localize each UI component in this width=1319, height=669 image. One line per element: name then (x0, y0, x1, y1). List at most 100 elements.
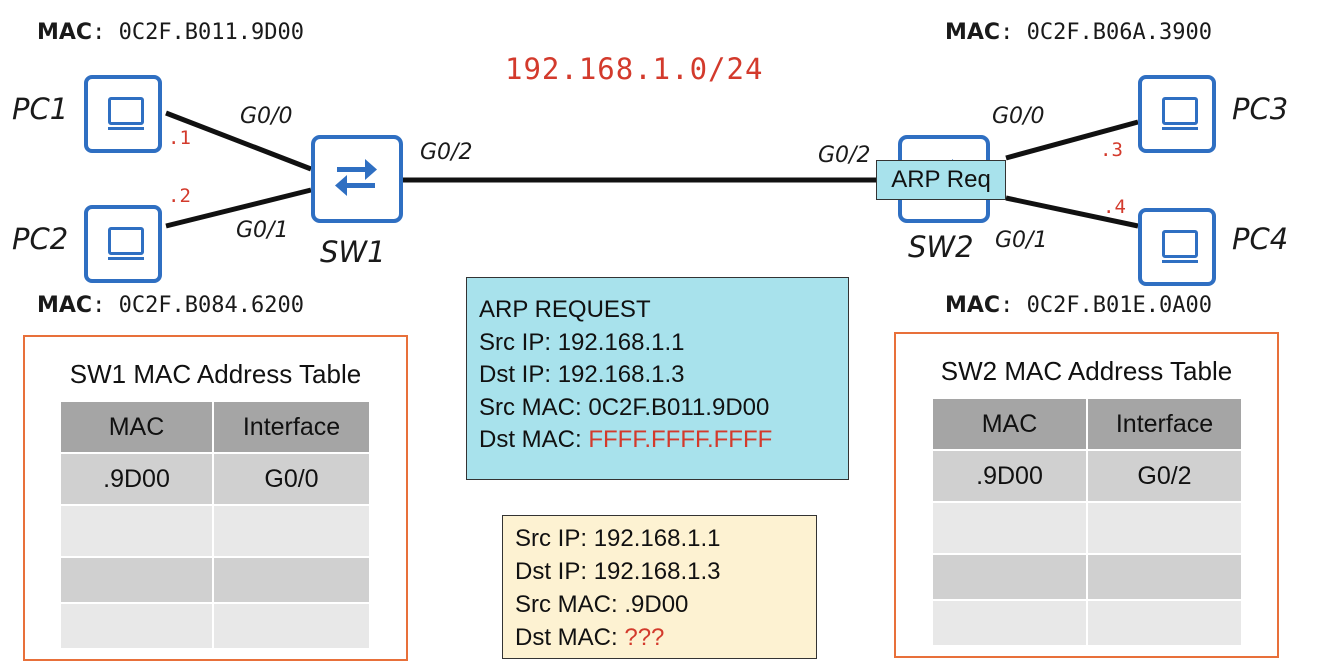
table-row (59, 556, 371, 604)
column-header-interface: Interface (212, 400, 371, 454)
mac-cell (59, 602, 214, 650)
pc4-mac-label: MAC (945, 293, 1001, 318)
pc1-mac-line: MAC: 0C2F.B011.9D00 (37, 20, 305, 45)
pc2-label: PC2 (12, 222, 69, 256)
arp-src-ip-line: Src IP: 192.168.1.1 (479, 327, 848, 360)
pc3-mac-line: MAC: 0C2F.B06A.3900 (945, 20, 1213, 45)
pc4-label: PC4 (1232, 222, 1289, 256)
sw2-mac-table: MAC Interface .9D00 G0/2 (931, 397, 1243, 647)
frame-src-mac-label: Src MAC: (515, 591, 618, 618)
interface-cell (212, 556, 371, 604)
mac-cell (931, 599, 1088, 647)
pc2-host-id: .2 (168, 185, 191, 207)
table-row: .9D00 G0/0 (59, 452, 371, 506)
pc3-icon[interactable] (1138, 75, 1216, 153)
frame-dst-mac: ??? (624, 624, 665, 651)
table-row (59, 504, 371, 558)
pc1-label: PC1 (12, 92, 69, 126)
pc1-mac: 0C2F.B011.9D00 (118, 20, 305, 45)
pc4-mac-line: MAC: 0C2F.B01E.0A00 (945, 293, 1213, 318)
ethernet-frame-box: Src IP: 192.168.1.1 Dst IP: 192.168.1.3 … (502, 515, 817, 659)
sw1-port-g02: G0/2 (420, 140, 473, 165)
frame-dst-ip-label: Dst IP: (515, 558, 588, 585)
sw1-mac-table: MAC Interface .9D00 G0/0 (59, 400, 371, 650)
arp-dst-ip-label: Dst IP: (479, 361, 552, 388)
switch-arrows-icon (335, 159, 377, 196)
pc1-host-id: .1 (168, 127, 191, 149)
column-header-interface: Interface (1086, 397, 1243, 451)
mac-cell (931, 501, 1088, 555)
pc3-mac: 0C2F.B06A.3900 (1026, 20, 1213, 45)
interface-cell: G0/0 (212, 452, 371, 506)
pc3-label: PC3 (1232, 92, 1289, 126)
sw1-mac-table-title: SW1 MAC Address Table (69, 359, 362, 389)
arp-src-mac-line: Src MAC: 0C2F.B011.9D00 (479, 392, 848, 425)
table-row (931, 553, 1243, 601)
arp-request-title: ARP REQUEST (479, 296, 651, 323)
arp-dst-ip: 192.168.1.3 (557, 361, 685, 388)
table-row (931, 599, 1243, 647)
mac-cell (59, 556, 214, 604)
arp-dst-mac-label: Dst MAC: (479, 426, 582, 453)
pc2-mac: 0C2F.B084.6200 (118, 293, 305, 318)
sw1-mac-table-panel: SW1 MAC Address Table MAC Interface .9D0… (23, 335, 408, 661)
table-header-row: MAC Interface (59, 400, 371, 454)
frame-src-ip-line: Src IP: 192.168.1.1 (515, 522, 816, 555)
sw2-mac-table-panel: SW2 MAC Address Table MAC Interface .9D0… (894, 332, 1279, 658)
arp-dst-ip-line: Dst IP: 192.168.1.3 (479, 359, 848, 392)
column-header-mac: MAC (931, 397, 1088, 451)
arp-src-ip-label: Src IP: (479, 328, 552, 356)
sw2-port-g01: G0/1 (995, 228, 1048, 253)
mac-cell (931, 553, 1088, 601)
pc2-mac-line: MAC: 0C2F.B084.6200 (37, 293, 305, 318)
arp-src-mac: 0C2F.B011.9D00 (588, 393, 770, 421)
arp-src-mac-label: Src MAC: (479, 393, 582, 421)
column-header-mac: MAC (59, 400, 214, 454)
arp-request-tag: ARP Req (876, 160, 1006, 200)
frame-src-ip-label: Src IP: (515, 525, 588, 552)
pc4-mac: 0C2F.B01E.0A00 (1026, 293, 1213, 318)
cable-sw2-pc3 (1005, 119, 1139, 161)
interface-cell: G0/2 (1086, 449, 1243, 503)
sw1-label: SW1 (320, 235, 386, 269)
frame-src-mac: .9D00 (624, 591, 689, 618)
pc2-icon[interactable] (84, 205, 162, 283)
pc1-icon[interactable] (84, 75, 162, 153)
frame-dst-mac-label: Dst MAC: (515, 624, 618, 651)
pc3-mac-label: MAC (945, 20, 1001, 45)
sw1-port-g00: G0/0 (240, 104, 293, 129)
frame-dst-ip-line: Dst IP: 192.168.1.3 (515, 555, 816, 588)
interface-cell (1086, 553, 1243, 601)
arp-src-ip: 192.168.1.1 (557, 328, 685, 356)
sw2-port-g00: G0/0 (992, 104, 1045, 129)
cable-pc1-sw1 (165, 110, 312, 172)
cable-pc2-sw1 (165, 187, 312, 229)
sw1-icon[interactable] (311, 135, 403, 223)
table-row (59, 602, 371, 650)
cable-sw2-pc4 (1005, 195, 1139, 229)
table-row: .9D00 G0/2 (931, 449, 1243, 503)
arp-dst-mac: FFFF.FFFF.FFFF (588, 426, 773, 453)
interface-cell (212, 504, 371, 558)
sw2-mac-table-title: SW2 MAC Address Table (940, 356, 1233, 386)
sw2-label: SW2 (908, 230, 974, 264)
mac-cell: .9D00 (931, 449, 1088, 503)
frame-src-ip: 192.168.1.1 (593, 525, 721, 552)
interface-cell (212, 602, 371, 650)
pc4-icon[interactable] (1138, 208, 1216, 286)
pc3-host-id: .3 (1100, 139, 1123, 161)
sw2-port-g02: G0/2 (818, 143, 871, 168)
table-row (931, 501, 1243, 555)
mac-cell (59, 504, 214, 558)
arp-dst-mac-line: Dst MAC: FFFF.FFFF.FFFF (479, 424, 848, 457)
pc1-mac-label: MAC (37, 20, 93, 45)
interface-cell (1086, 599, 1243, 647)
pc4-host-id: .4 (1103, 196, 1126, 218)
sw1-port-g01: G0/1 (236, 218, 289, 243)
subnet-label: 192.168.1.0/24 (505, 52, 764, 86)
frame-src-mac-line: Src MAC: .9D00 (515, 588, 816, 621)
pc2-mac-label: MAC (37, 293, 93, 318)
frame-dst-mac-line: Dst MAC: ??? (515, 621, 816, 654)
